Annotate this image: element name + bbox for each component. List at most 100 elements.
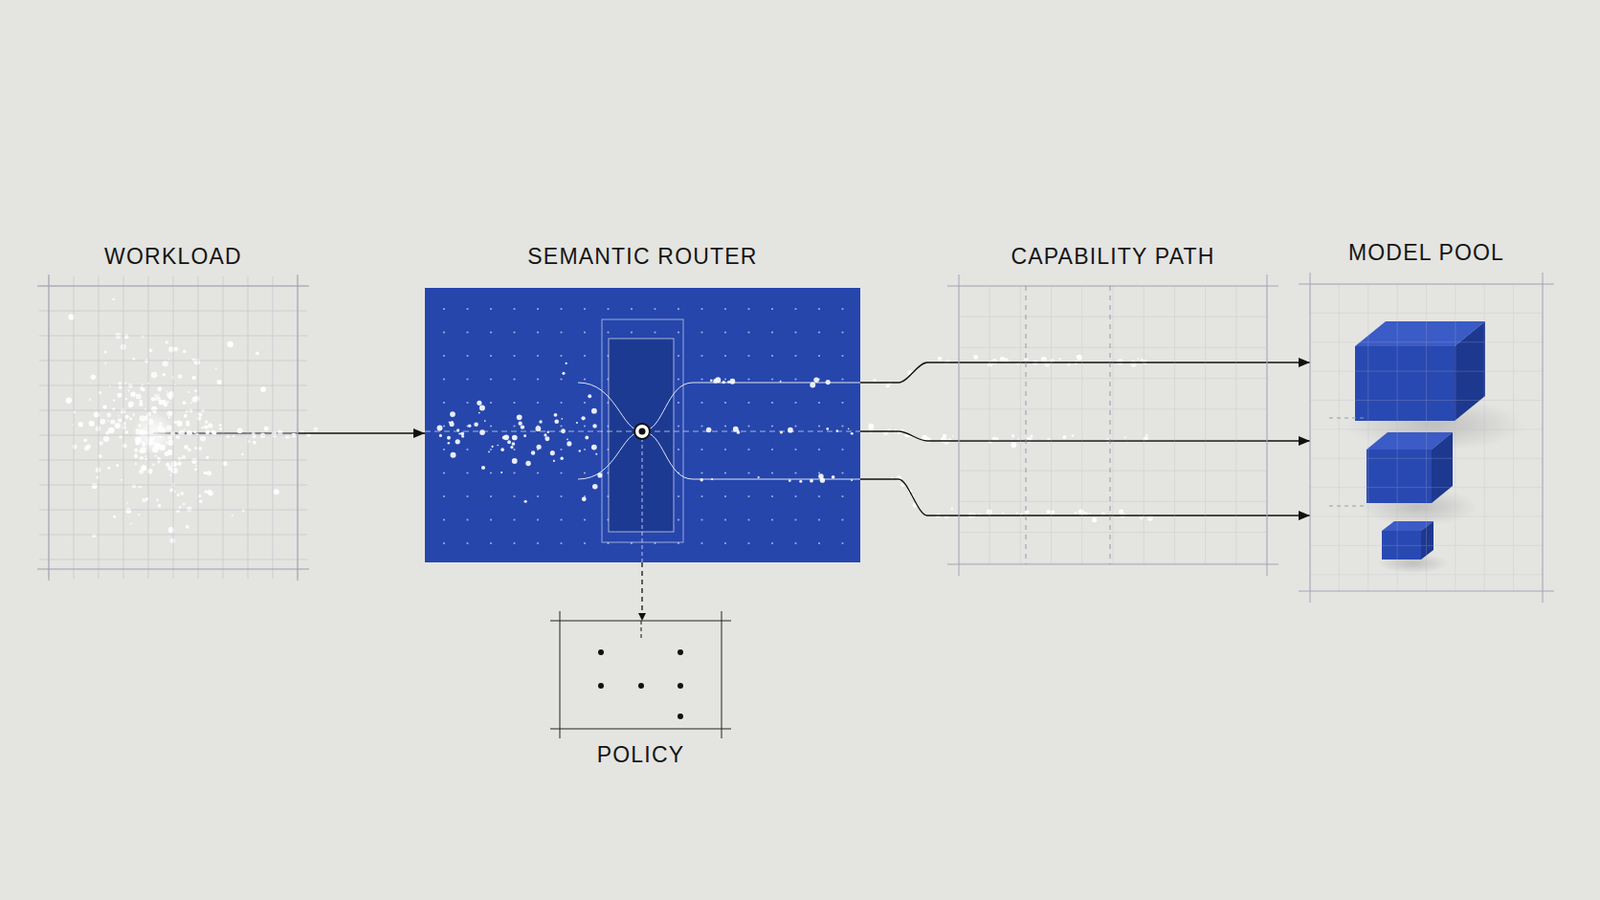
particle bbox=[242, 509, 246, 513]
particle bbox=[488, 450, 490, 453]
particle bbox=[535, 425, 542, 432]
particle bbox=[191, 458, 198, 465]
grid-dot bbox=[747, 308, 750, 311]
grid-dot bbox=[771, 448, 774, 451]
routing-line bbox=[642, 382, 861, 432]
grid-dot bbox=[536, 401, 539, 404]
particle bbox=[206, 470, 212, 476]
grid-dot bbox=[841, 355, 844, 357]
particle bbox=[536, 444, 542, 450]
grid-dot bbox=[677, 308, 680, 311]
particle bbox=[850, 479, 853, 482]
particle bbox=[524, 500, 528, 504]
particle bbox=[1010, 442, 1017, 448]
grid-dot bbox=[724, 542, 727, 545]
particle bbox=[809, 382, 816, 389]
grid-dot bbox=[489, 377, 492, 380]
particle bbox=[449, 411, 456, 418]
particle bbox=[156, 386, 162, 392]
particle bbox=[580, 416, 585, 421]
particle bbox=[158, 400, 164, 405]
particle bbox=[91, 483, 98, 489]
particle bbox=[189, 409, 194, 414]
grid-dot bbox=[512, 401, 515, 404]
grid-dot bbox=[700, 331, 703, 334]
particle bbox=[592, 484, 599, 490]
panel-art bbox=[958, 286, 1267, 565]
policy-dot bbox=[677, 713, 684, 720]
frame-line bbox=[947, 564, 1279, 566]
particle bbox=[140, 465, 147, 471]
particle bbox=[162, 402, 168, 408]
grid bbox=[39, 276, 308, 579]
particle bbox=[951, 508, 954, 511]
router-core bbox=[608, 338, 674, 533]
panel-art bbox=[48, 286, 298, 570]
particle bbox=[177, 431, 181, 435]
grid-dot bbox=[466, 308, 468, 311]
particle bbox=[1116, 358, 1123, 365]
grid-dot bbox=[512, 331, 515, 334]
particle bbox=[825, 379, 831, 385]
grid-dot bbox=[489, 542, 492, 545]
grid-line bbox=[39, 385, 308, 387]
grid-line bbox=[173, 276, 175, 579]
grid-dot bbox=[512, 542, 515, 545]
grid-line bbox=[39, 534, 308, 536]
particle bbox=[124, 430, 129, 435]
particle bbox=[991, 358, 998, 365]
particle bbox=[450, 452, 457, 459]
grid-dot bbox=[466, 542, 468, 545]
particle bbox=[490, 445, 493, 448]
particle bbox=[517, 422, 522, 426]
particle bbox=[215, 368, 218, 371]
grid-dot bbox=[653, 308, 656, 311]
grid-line bbox=[958, 532, 1267, 534]
particle bbox=[1045, 510, 1050, 514]
particle bbox=[151, 372, 158, 379]
particle bbox=[195, 465, 198, 467]
grid-line bbox=[1397, 284, 1399, 592]
grid-line bbox=[123, 276, 125, 579]
particle bbox=[102, 404, 108, 410]
grid-line bbox=[1484, 284, 1486, 592]
frame-line bbox=[1310, 272, 1312, 603]
grid-dot bbox=[677, 355, 680, 357]
particle bbox=[456, 428, 460, 432]
grid-dot bbox=[818, 542, 821, 545]
grid-dot bbox=[536, 495, 539, 498]
particle bbox=[178, 506, 182, 510]
particle bbox=[133, 456, 137, 460]
particle bbox=[204, 420, 209, 424]
grid-line bbox=[1020, 286, 1022, 565]
grid-line bbox=[98, 276, 100, 579]
section-heading: MODEL POOL bbox=[1344, 240, 1509, 267]
grid-dot bbox=[466, 401, 468, 404]
particle bbox=[809, 479, 814, 484]
grid-dot bbox=[724, 308, 727, 311]
particle bbox=[729, 378, 735, 385]
particle bbox=[200, 426, 204, 430]
grid-dot bbox=[489, 308, 492, 311]
particle bbox=[126, 502, 129, 505]
particle bbox=[125, 415, 130, 420]
grid-dot bbox=[583, 331, 586, 334]
particle bbox=[186, 507, 193, 513]
grid-dot bbox=[818, 448, 821, 451]
particle bbox=[185, 525, 190, 530]
particle bbox=[129, 418, 133, 422]
grid-dot bbox=[653, 331, 656, 334]
particle bbox=[134, 463, 137, 466]
particle bbox=[478, 412, 481, 415]
grid-dot bbox=[512, 495, 515, 498]
grid-dot bbox=[700, 424, 703, 427]
grid-dot bbox=[841, 424, 844, 427]
grid-line bbox=[272, 276, 274, 579]
flow-connector bbox=[297, 432, 425, 434]
grid-dot bbox=[747, 355, 750, 357]
particle bbox=[313, 426, 319, 432]
particle bbox=[117, 415, 120, 418]
grid-dot bbox=[489, 355, 492, 357]
grid-dot bbox=[489, 331, 492, 334]
particle bbox=[587, 394, 592, 399]
